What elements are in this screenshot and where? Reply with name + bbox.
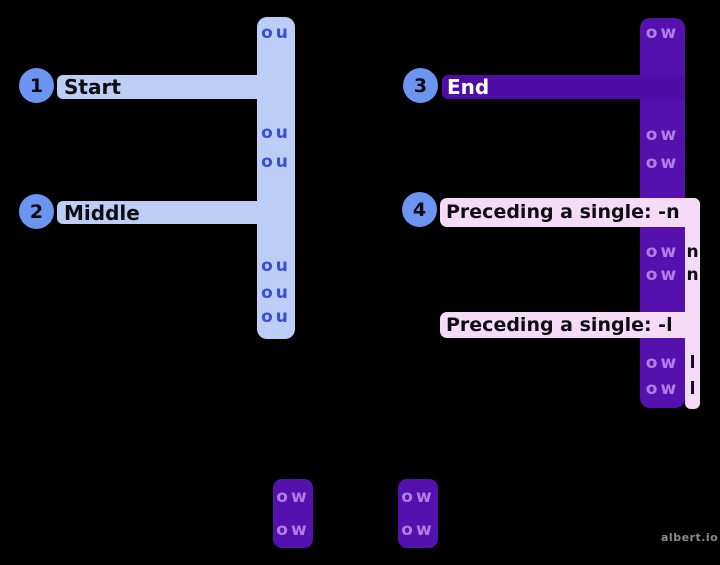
badge-2: 2 <box>19 194 54 229</box>
ending-letter-n: n <box>686 242 699 262</box>
ow-letter: ow <box>645 23 680 43</box>
ou-letter: ou <box>261 123 291 143</box>
start-label: Start <box>64 75 121 99</box>
badge-3: 3 <box>403 68 438 103</box>
ow-letter: ow <box>645 242 680 262</box>
ending-letter-n: n <box>686 265 699 285</box>
preceding-l-bar: Preceding a single: -l <box>440 312 700 338</box>
ow-letter: ow <box>645 379 680 399</box>
ou-column <box>257 17 295 339</box>
badge-number: 2 <box>29 200 44 223</box>
bottom-box-letter: ow <box>401 520 435 540</box>
ou-letter: ou <box>261 23 291 43</box>
end-label: End <box>447 75 490 99</box>
ending-letter-l: l <box>689 379 696 399</box>
preceding-l-label: Preceding a single: -l <box>446 313 673 336</box>
bottom-box-letter: ow <box>401 487 435 507</box>
ou-letter: ou <box>261 283 291 303</box>
badge-number: 1 <box>29 74 44 97</box>
badge-number: 4 <box>412 198 427 221</box>
ow-letter: ow <box>645 153 680 173</box>
ou-letter: ou <box>261 307 291 327</box>
middle-bar: Middle <box>57 201 295 224</box>
ow-letter: ow <box>645 353 680 373</box>
bottom-box-letter: ow <box>276 520 310 540</box>
pink-strip <box>685 198 700 409</box>
ow-letter: ow <box>645 265 680 285</box>
bottom-box-letter: ow <box>276 487 310 507</box>
ow-letter: ow <box>645 125 680 145</box>
preceding-n-bar: Preceding a single: -n <box>440 198 700 227</box>
preceding-n-label: Preceding a single: -n <box>446 201 680 223</box>
end-bar: End <box>442 75 685 99</box>
start-bar: Start <box>57 75 295 99</box>
watermark: albert.io <box>661 531 719 544</box>
badge-number: 3 <box>413 74 428 97</box>
badge-4: 4 <box>402 192 437 227</box>
bottom-box-1: ow ow <box>273 479 313 548</box>
middle-label: Middle <box>64 200 140 225</box>
ou-letter: ou <box>261 256 291 276</box>
ou-letter: ou <box>261 152 291 172</box>
badge-1: 1 <box>19 68 54 103</box>
ending-letter-l: l <box>689 353 696 373</box>
bottom-box-2: ow ow <box>398 479 438 548</box>
